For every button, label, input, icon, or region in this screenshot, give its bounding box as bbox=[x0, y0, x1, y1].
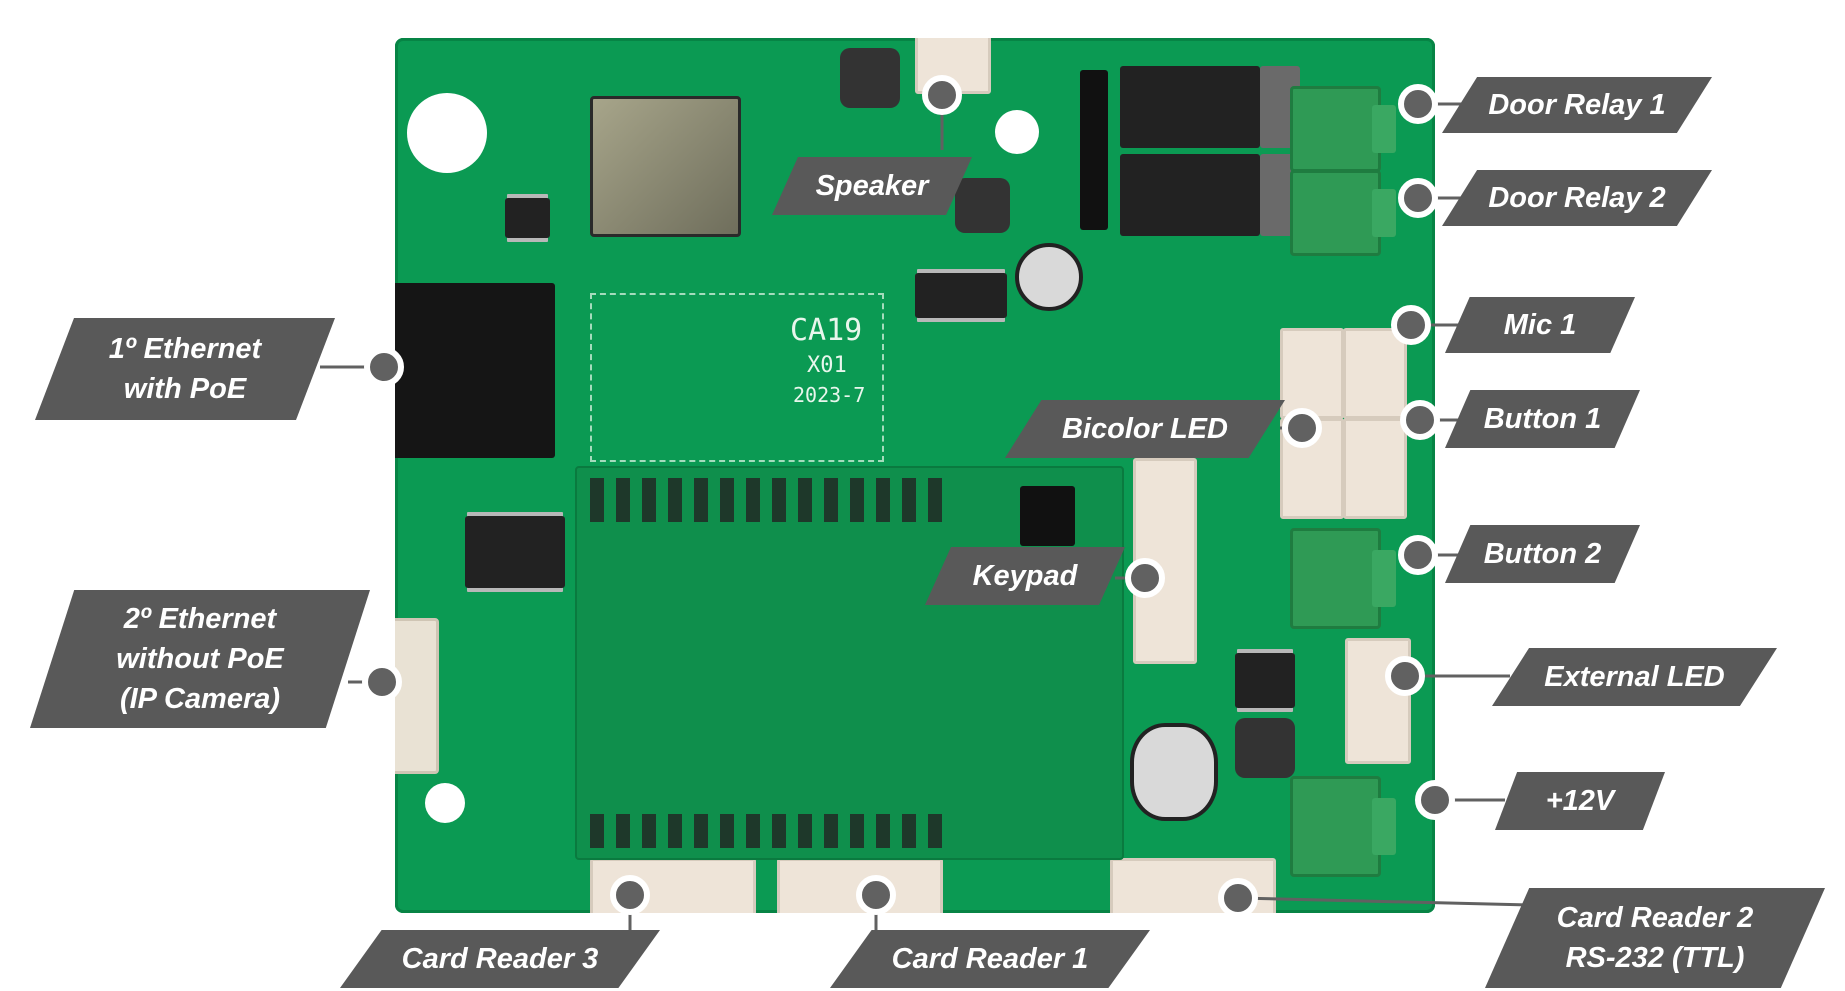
external-led-connector bbox=[1345, 638, 1411, 764]
label-card-reader-2-line-2: RS-232 (TTL) bbox=[1565, 942, 1745, 974]
jumper-header bbox=[1020, 486, 1075, 546]
door-relay-1-terminal bbox=[1290, 86, 1396, 172]
label-ethernet-1-line-1: 1º Ethernet bbox=[108, 333, 262, 365]
label-ethernet-2-line-2: without PoE bbox=[116, 643, 284, 675]
label-bicolor-led-text: Bicolor LED bbox=[1062, 413, 1228, 445]
silkscreen-model: CA19 bbox=[790, 313, 863, 348]
inductor-mid bbox=[955, 178, 1010, 233]
label-speaker: Speaker bbox=[772, 157, 972, 215]
door-relay-2-terminal bbox=[1290, 170, 1396, 256]
label-ethernet-1-line-2: with PoE bbox=[123, 373, 247, 405]
label-speaker-text: Speaker bbox=[815, 170, 929, 202]
label-card-reader-3: Card Reader 3 bbox=[340, 930, 660, 988]
capacitor-bottom bbox=[1130, 723, 1218, 821]
label-power: +12V bbox=[1495, 772, 1665, 830]
button-2-terminal bbox=[1290, 528, 1396, 629]
label-ethernet-2-line-3: (IP Camera) bbox=[119, 683, 281, 715]
label-card-reader-2: Card Reader 2 RS-232 (TTL) bbox=[1485, 888, 1825, 988]
relay-pin-header bbox=[1080, 70, 1108, 230]
silkscreen-outline bbox=[590, 293, 884, 462]
label-button-1-text: Button 1 bbox=[1483, 403, 1602, 435]
mounting-hole-center bbox=[995, 110, 1039, 154]
button-1-connector bbox=[1343, 418, 1407, 519]
mounting-hole-top-left bbox=[407, 93, 487, 173]
label-external-led: External LED bbox=[1492, 648, 1777, 706]
label-door-relay-1: Door Relay 1 bbox=[1442, 77, 1712, 133]
label-button-2: Button 2 bbox=[1445, 525, 1640, 583]
speaker-connector bbox=[915, 38, 991, 94]
label-keypad: Keypad bbox=[925, 547, 1125, 605]
label-button-2-text: Button 2 bbox=[1483, 538, 1602, 570]
card-reader-2-connector bbox=[1110, 858, 1276, 913]
daughter-pin-row-top bbox=[590, 478, 950, 522]
keypad-connector bbox=[1133, 458, 1197, 664]
ethernet-1-jack bbox=[395, 283, 555, 458]
bicolor-led-connector bbox=[1280, 418, 1344, 519]
label-mic-1: Mic 1 bbox=[1445, 297, 1635, 353]
label-ethernet-1: 1º Ethernet with PoE bbox=[35, 318, 335, 420]
label-button-1: Button 1 bbox=[1445, 390, 1640, 448]
label-ethernet-2: 2º Ethernet without PoE (IP Camera) bbox=[30, 590, 370, 728]
mic-1-connector-a bbox=[1280, 328, 1344, 419]
ic-right bbox=[1235, 653, 1295, 708]
mic-1-connector-b bbox=[1343, 328, 1407, 419]
ethernet-2-connector bbox=[395, 618, 439, 774]
label-door-relay-1-text: Door Relay 1 bbox=[1488, 89, 1666, 121]
mounting-hole-bottom-left bbox=[425, 783, 465, 823]
daughter-pin-row-bottom bbox=[590, 814, 950, 848]
capacitor-top bbox=[1015, 243, 1083, 311]
label-door-relay-2-text: Door Relay 2 bbox=[1488, 182, 1666, 214]
label-card-reader-2-line-1: Card Reader 2 bbox=[1556, 902, 1754, 934]
ic-top bbox=[505, 198, 550, 238]
relay-1 bbox=[1120, 66, 1260, 148]
label-card-reader-1: Card Reader 1 bbox=[830, 930, 1150, 988]
ic-middle bbox=[915, 273, 1007, 318]
relay-2 bbox=[1120, 154, 1260, 236]
label-mic-1-text: Mic 1 bbox=[1503, 309, 1577, 341]
label-power-text: +12V bbox=[1545, 785, 1615, 817]
silkscreen-revision: X01 bbox=[807, 353, 847, 378]
inductor-bottom bbox=[1235, 718, 1295, 778]
label-bicolor-led: Bicolor LED bbox=[1005, 400, 1285, 458]
silkscreen-date: 2023-7 bbox=[793, 383, 866, 407]
label-card-reader-3-text: Card Reader 3 bbox=[401, 943, 599, 975]
power-terminal bbox=[1290, 776, 1396, 877]
card-reader-1-connector bbox=[777, 858, 943, 913]
transformer bbox=[590, 96, 741, 237]
inductor-top bbox=[840, 48, 900, 108]
card-reader-3-connector bbox=[590, 858, 756, 913]
label-ethernet-2-line-1: 2º Ethernet bbox=[123, 603, 277, 635]
label-external-led-text: External LED bbox=[1544, 661, 1725, 693]
ic-left bbox=[465, 516, 565, 588]
label-door-relay-2: Door Relay 2 bbox=[1442, 170, 1712, 226]
label-keypad-text: Keypad bbox=[972, 560, 1078, 592]
label-card-reader-1-text: Card Reader 1 bbox=[891, 943, 1089, 975]
